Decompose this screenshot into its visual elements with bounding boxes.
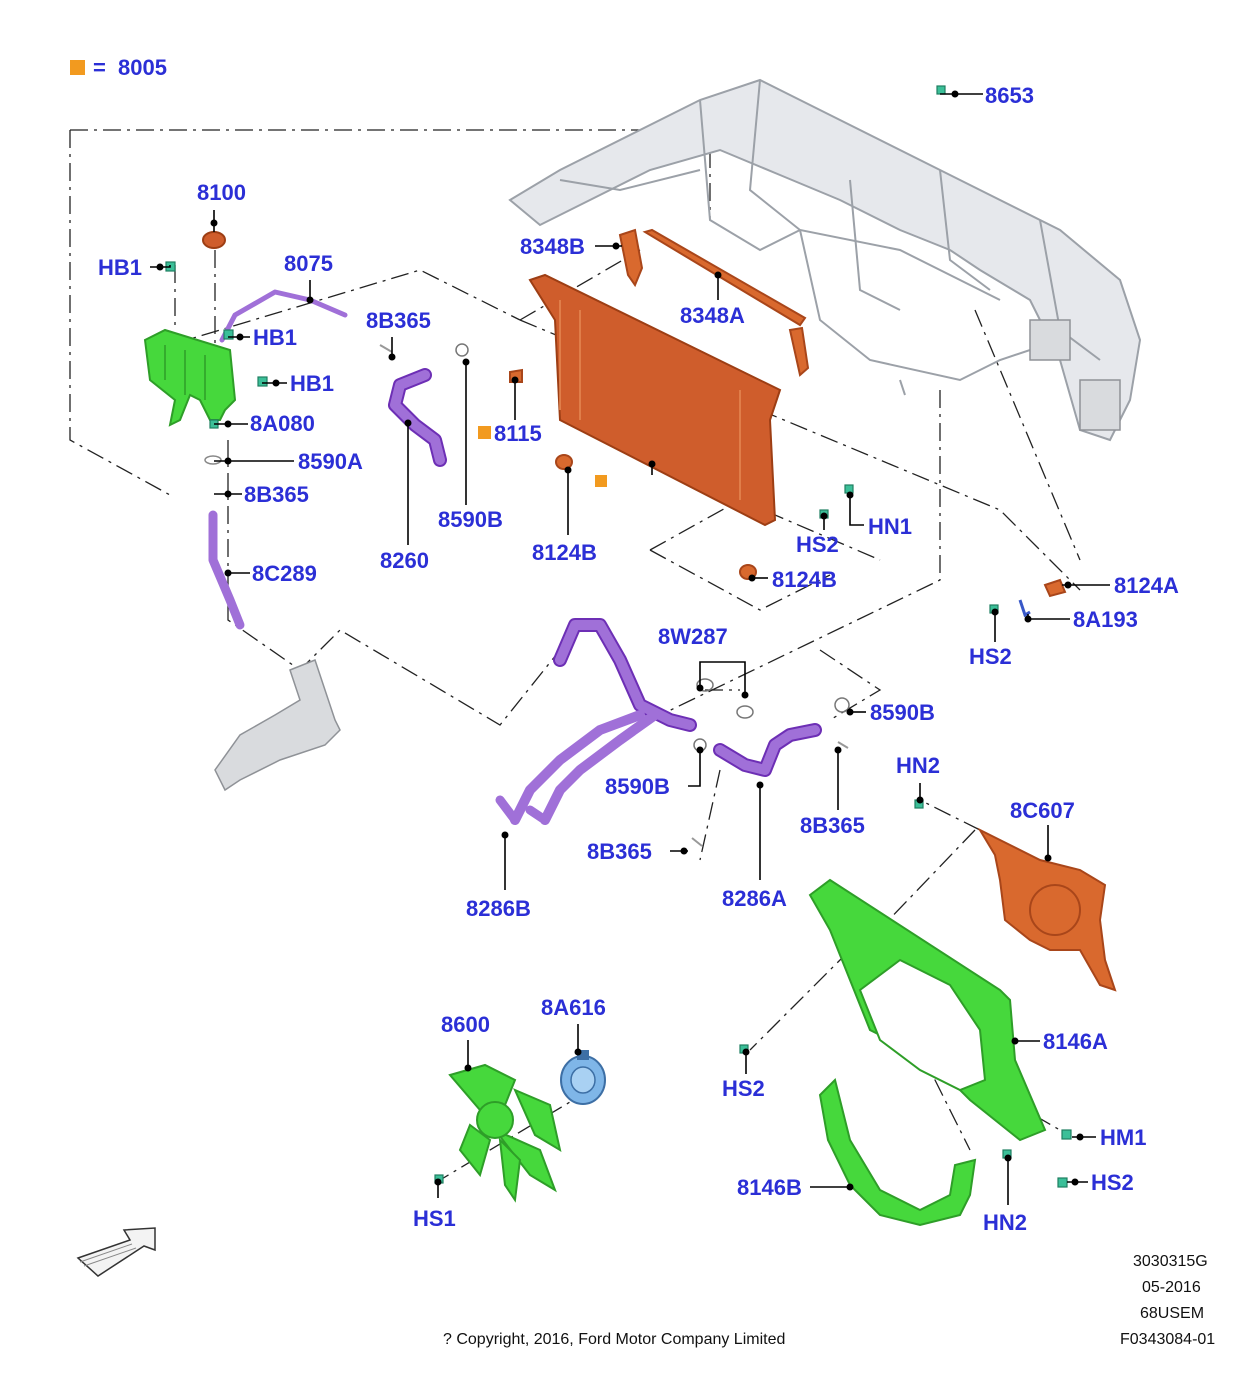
label-8c289: 8C289 <box>252 561 317 586</box>
legend-code: 8005 <box>118 55 167 80</box>
label-8124a: 8124A <box>1114 573 1179 598</box>
footer-copyright: ? Copyright, 2016, Ford Motor Company Li… <box>443 1331 785 1348</box>
label-8590b-c: 8590B <box>605 774 670 799</box>
label-hn2-a: HN2 <box>896 753 940 778</box>
footer: 3030315G 05-2016 68USEM F0343084-01 ? Co… <box>443 1253 1215 1348</box>
fan-motor-8c607 <box>977 827 1117 992</box>
label-hb1-b: HB1 <box>253 325 297 350</box>
radiator <box>528 273 782 527</box>
label-8b365-c: 8B365 <box>800 813 865 838</box>
label-8a616: 8A616 <box>541 995 606 1020</box>
water-outlet <box>214 659 341 792</box>
footer-code2: 68USEM <box>1140 1305 1204 1322</box>
footer-code1: 3030315G <box>1133 1253 1208 1270</box>
label-8590b-a: 8590B <box>438 507 503 532</box>
label-8124b-b: 8124B <box>772 567 837 592</box>
label-hs2-c: HS2 <box>722 1076 765 1101</box>
drain-8005-marker <box>478 426 491 439</box>
label-8c607: 8C607 <box>1010 798 1075 823</box>
insulator-8124a <box>1043 578 1067 598</box>
label-hm1: HM1 <box>1100 1125 1146 1150</box>
coolant-reservoir <box>143 328 237 427</box>
label-8124b-a: 8124B <box>532 540 597 565</box>
radiator-support-frame <box>508 78 1142 442</box>
fan-clutch <box>560 1050 606 1105</box>
overflow-hose <box>219 289 348 343</box>
label-hb1-a: HB1 <box>98 255 142 280</box>
label-8286a: 8286A <box>722 886 787 911</box>
label-8600: 8600 <box>441 1012 490 1037</box>
label-8146a: 8146A <box>1043 1029 1108 1054</box>
label-8a080: 8A080 <box>250 411 315 436</box>
cooling-fan <box>448 1063 562 1203</box>
label-8075: 8075 <box>284 251 333 276</box>
label-8115: 8115 <box>494 421 542 446</box>
label-hn2-b: HN2 <box>983 1210 1027 1235</box>
lower-hose-a <box>713 723 822 777</box>
lower-shroud <box>818 1078 977 1227</box>
label-hs2-b: HS2 <box>969 644 1012 669</box>
bracket-8a193 <box>1018 599 1031 618</box>
label-8653: 8653 <box>985 83 1034 108</box>
part-labels: 8653 8100 8075 HB1 HB1 HB1 8A080 8590A 8… <box>98 83 1179 1235</box>
upper-mount-left <box>618 228 644 288</box>
upper-mount-right <box>788 326 810 377</box>
label-hn1: HN1 <box>868 514 912 539</box>
leader-lines <box>150 90 1110 1205</box>
lower-hose-b <box>495 618 697 825</box>
label-8a193: 8A193 <box>1073 607 1138 632</box>
legend: = 8005 <box>70 55 167 80</box>
label-8590a: 8590A <box>298 449 363 474</box>
label-8348b: 8348B <box>520 234 585 259</box>
label-8b365-b: 8B365 <box>366 308 431 333</box>
label-8w287: 8W287 <box>658 624 728 649</box>
label-hs1: HS1 <box>413 1206 456 1231</box>
radiator-8005-marker <box>595 475 607 487</box>
pressure-cap <box>202 231 226 249</box>
label-hb1-c: HB1 <box>290 371 334 396</box>
label-8348a: 8348A <box>680 303 745 328</box>
legend-equals: = <box>93 55 106 80</box>
label-hs2-a: HS2 <box>796 532 839 557</box>
clamp-8590a <box>204 455 222 465</box>
lower-insulator-left <box>555 454 573 470</box>
label-8b365-d: 8B365 <box>587 839 652 864</box>
label-8286b: 8286B <box>466 896 531 921</box>
footer-code3: F0343084-01 <box>1120 1331 1215 1348</box>
label-8146b: 8146B <box>737 1175 802 1200</box>
reservoir-hose <box>208 510 245 630</box>
footer-date: 05-2016 <box>1142 1279 1201 1296</box>
upper-mount-bar <box>642 228 807 327</box>
label-8100: 8100 <box>197 180 246 205</box>
legend-marker <box>70 60 85 75</box>
label-8260: 8260 <box>380 548 429 573</box>
label-hs2-d: HS2 <box>1091 1170 1134 1195</box>
label-8b365-a: 8B365 <box>244 482 309 507</box>
direction-arrow-icon <box>76 1227 156 1277</box>
label-8590b-b: 8590B <box>870 700 935 725</box>
